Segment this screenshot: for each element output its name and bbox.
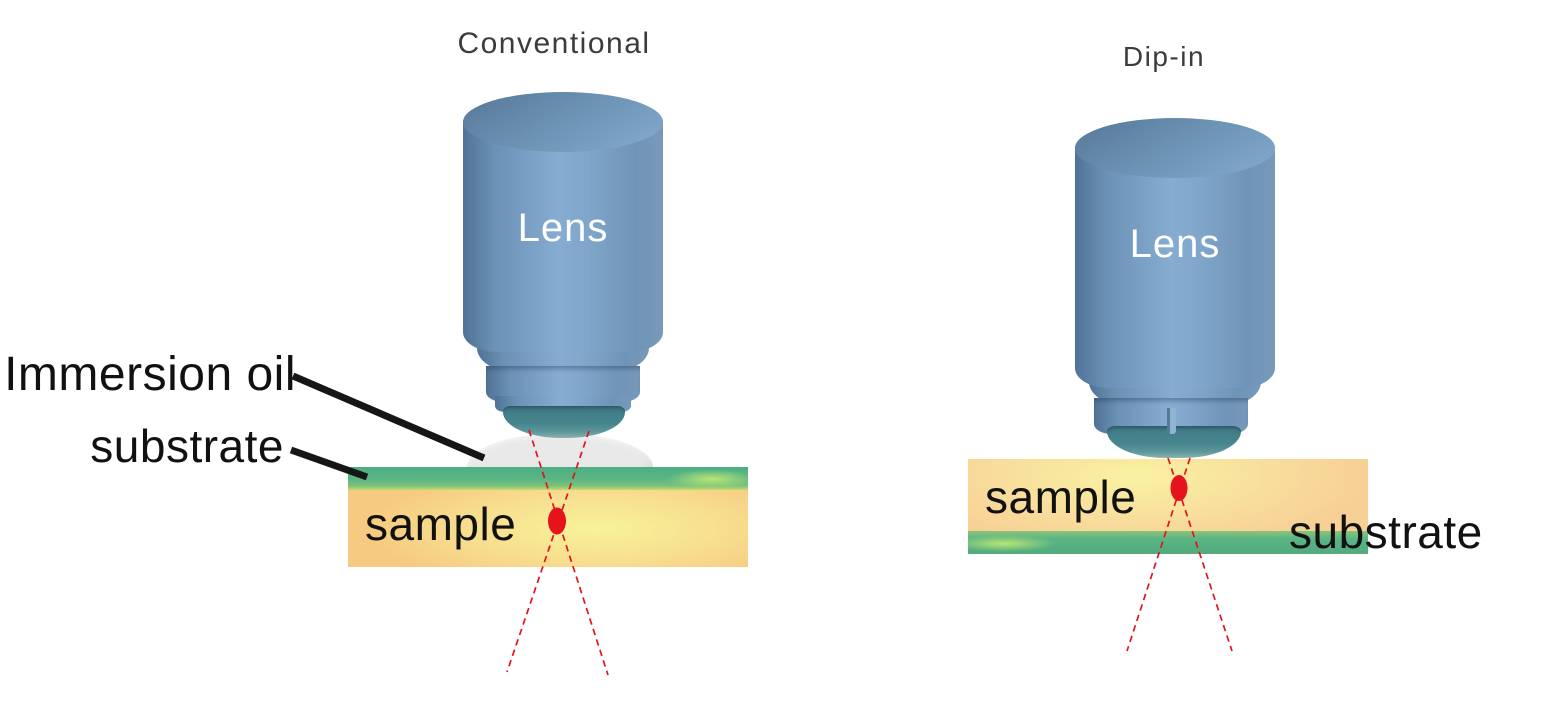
- dipin-lens-body: [1075, 146, 1275, 388]
- dipin-sample-label: sample: [985, 471, 1137, 523]
- conventional-substrate-label: substrate: [90, 420, 284, 472]
- conventional-lens-top: [463, 92, 663, 152]
- title-conventional: Conventional: [457, 27, 651, 60]
- dipin-lens-notch: [1167, 408, 1176, 434]
- immersion-oil-drop: [467, 434, 653, 471]
- conventional-sample-label: sample: [365, 498, 517, 550]
- dipin-lens-top: [1075, 118, 1275, 178]
- conventional-substrate-layer: [348, 467, 748, 491]
- title-dipin: Dip-in: [1122, 41, 1206, 72]
- immersion-oil-leader-line: [291, 372, 486, 462]
- conventional-lens-body: [463, 120, 663, 352]
- conventional-lens-tip: [503, 406, 625, 438]
- dipin-substrate-label: substrate: [1289, 506, 1483, 558]
- conventional-lens-label: Lens: [517, 206, 609, 250]
- dipin-lens-label: Lens: [1129, 222, 1221, 266]
- immersion-oil-label: Immersion oil: [4, 348, 296, 401]
